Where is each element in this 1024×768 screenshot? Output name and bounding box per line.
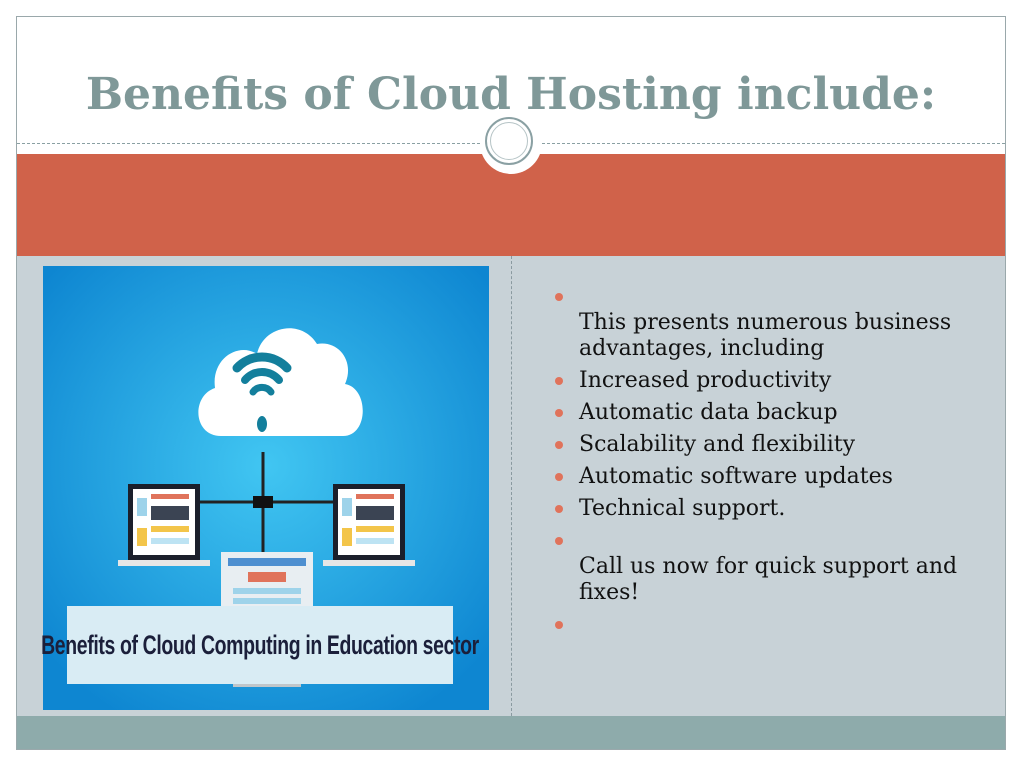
bullet-text: Increased productivity	[579, 368, 832, 393]
bullet-dot-icon	[555, 293, 563, 301]
bullet-dot-icon	[555, 409, 563, 417]
footer-band	[17, 716, 1005, 749]
bullet-list: This presents numerous business advantag…	[555, 284, 995, 644]
column-divider	[511, 256, 512, 716]
decorative-circle	[480, 112, 542, 174]
circle-ring-icon	[485, 117, 533, 165]
cloud-wifi-icon	[198, 328, 363, 436]
list-item: This presents numerous business advantag…	[555, 284, 995, 362]
laptop-icon	[323, 484, 415, 566]
list-item: Automatic software updates	[555, 464, 995, 490]
list-item: Call us now for quick support and fixes!	[555, 528, 995, 606]
bullet-text: Scalability and flexibility	[579, 432, 856, 457]
cloud-illustration: Benefits of Cloud Computing in Education…	[41, 266, 489, 710]
bullet-text: Technical support.	[579, 496, 786, 521]
content-area: Benefits of Cloud Computing in Education…	[17, 256, 1005, 716]
bullet-dot-icon	[555, 505, 563, 513]
list-item: Automatic data backup	[555, 400, 995, 426]
list-item	[555, 612, 995, 638]
list-item: Increased productivity	[555, 368, 995, 394]
bullet-dot-icon	[555, 537, 563, 545]
illustration-caption-band: Benefits of Cloud Computing in Education…	[41, 606, 479, 684]
laptop-icon	[118, 484, 210, 566]
list-item: Scalability and flexibility	[555, 432, 995, 458]
bullet-dot-icon	[555, 441, 563, 449]
illustration-caption: Benefits of Cloud Computing in Education…	[41, 629, 479, 660]
bullet-dot-icon	[555, 621, 563, 629]
slide-title: Benefits of Cloud Hosting include:	[85, 69, 937, 120]
list-item: Technical support.	[555, 496, 995, 522]
bullet-text: Automatic software updates	[579, 464, 893, 489]
bullet-text: Automatic data backup	[579, 400, 838, 425]
bullet-text: Call us now for quick support and fixes!	[579, 554, 958, 605]
bullet-dot-icon	[555, 377, 563, 385]
bullet-dot-icon	[555, 473, 563, 481]
slide: Benefits of Cloud Hosting include:	[16, 16, 1006, 750]
bullet-text: This presents numerous business advantag…	[579, 310, 952, 361]
